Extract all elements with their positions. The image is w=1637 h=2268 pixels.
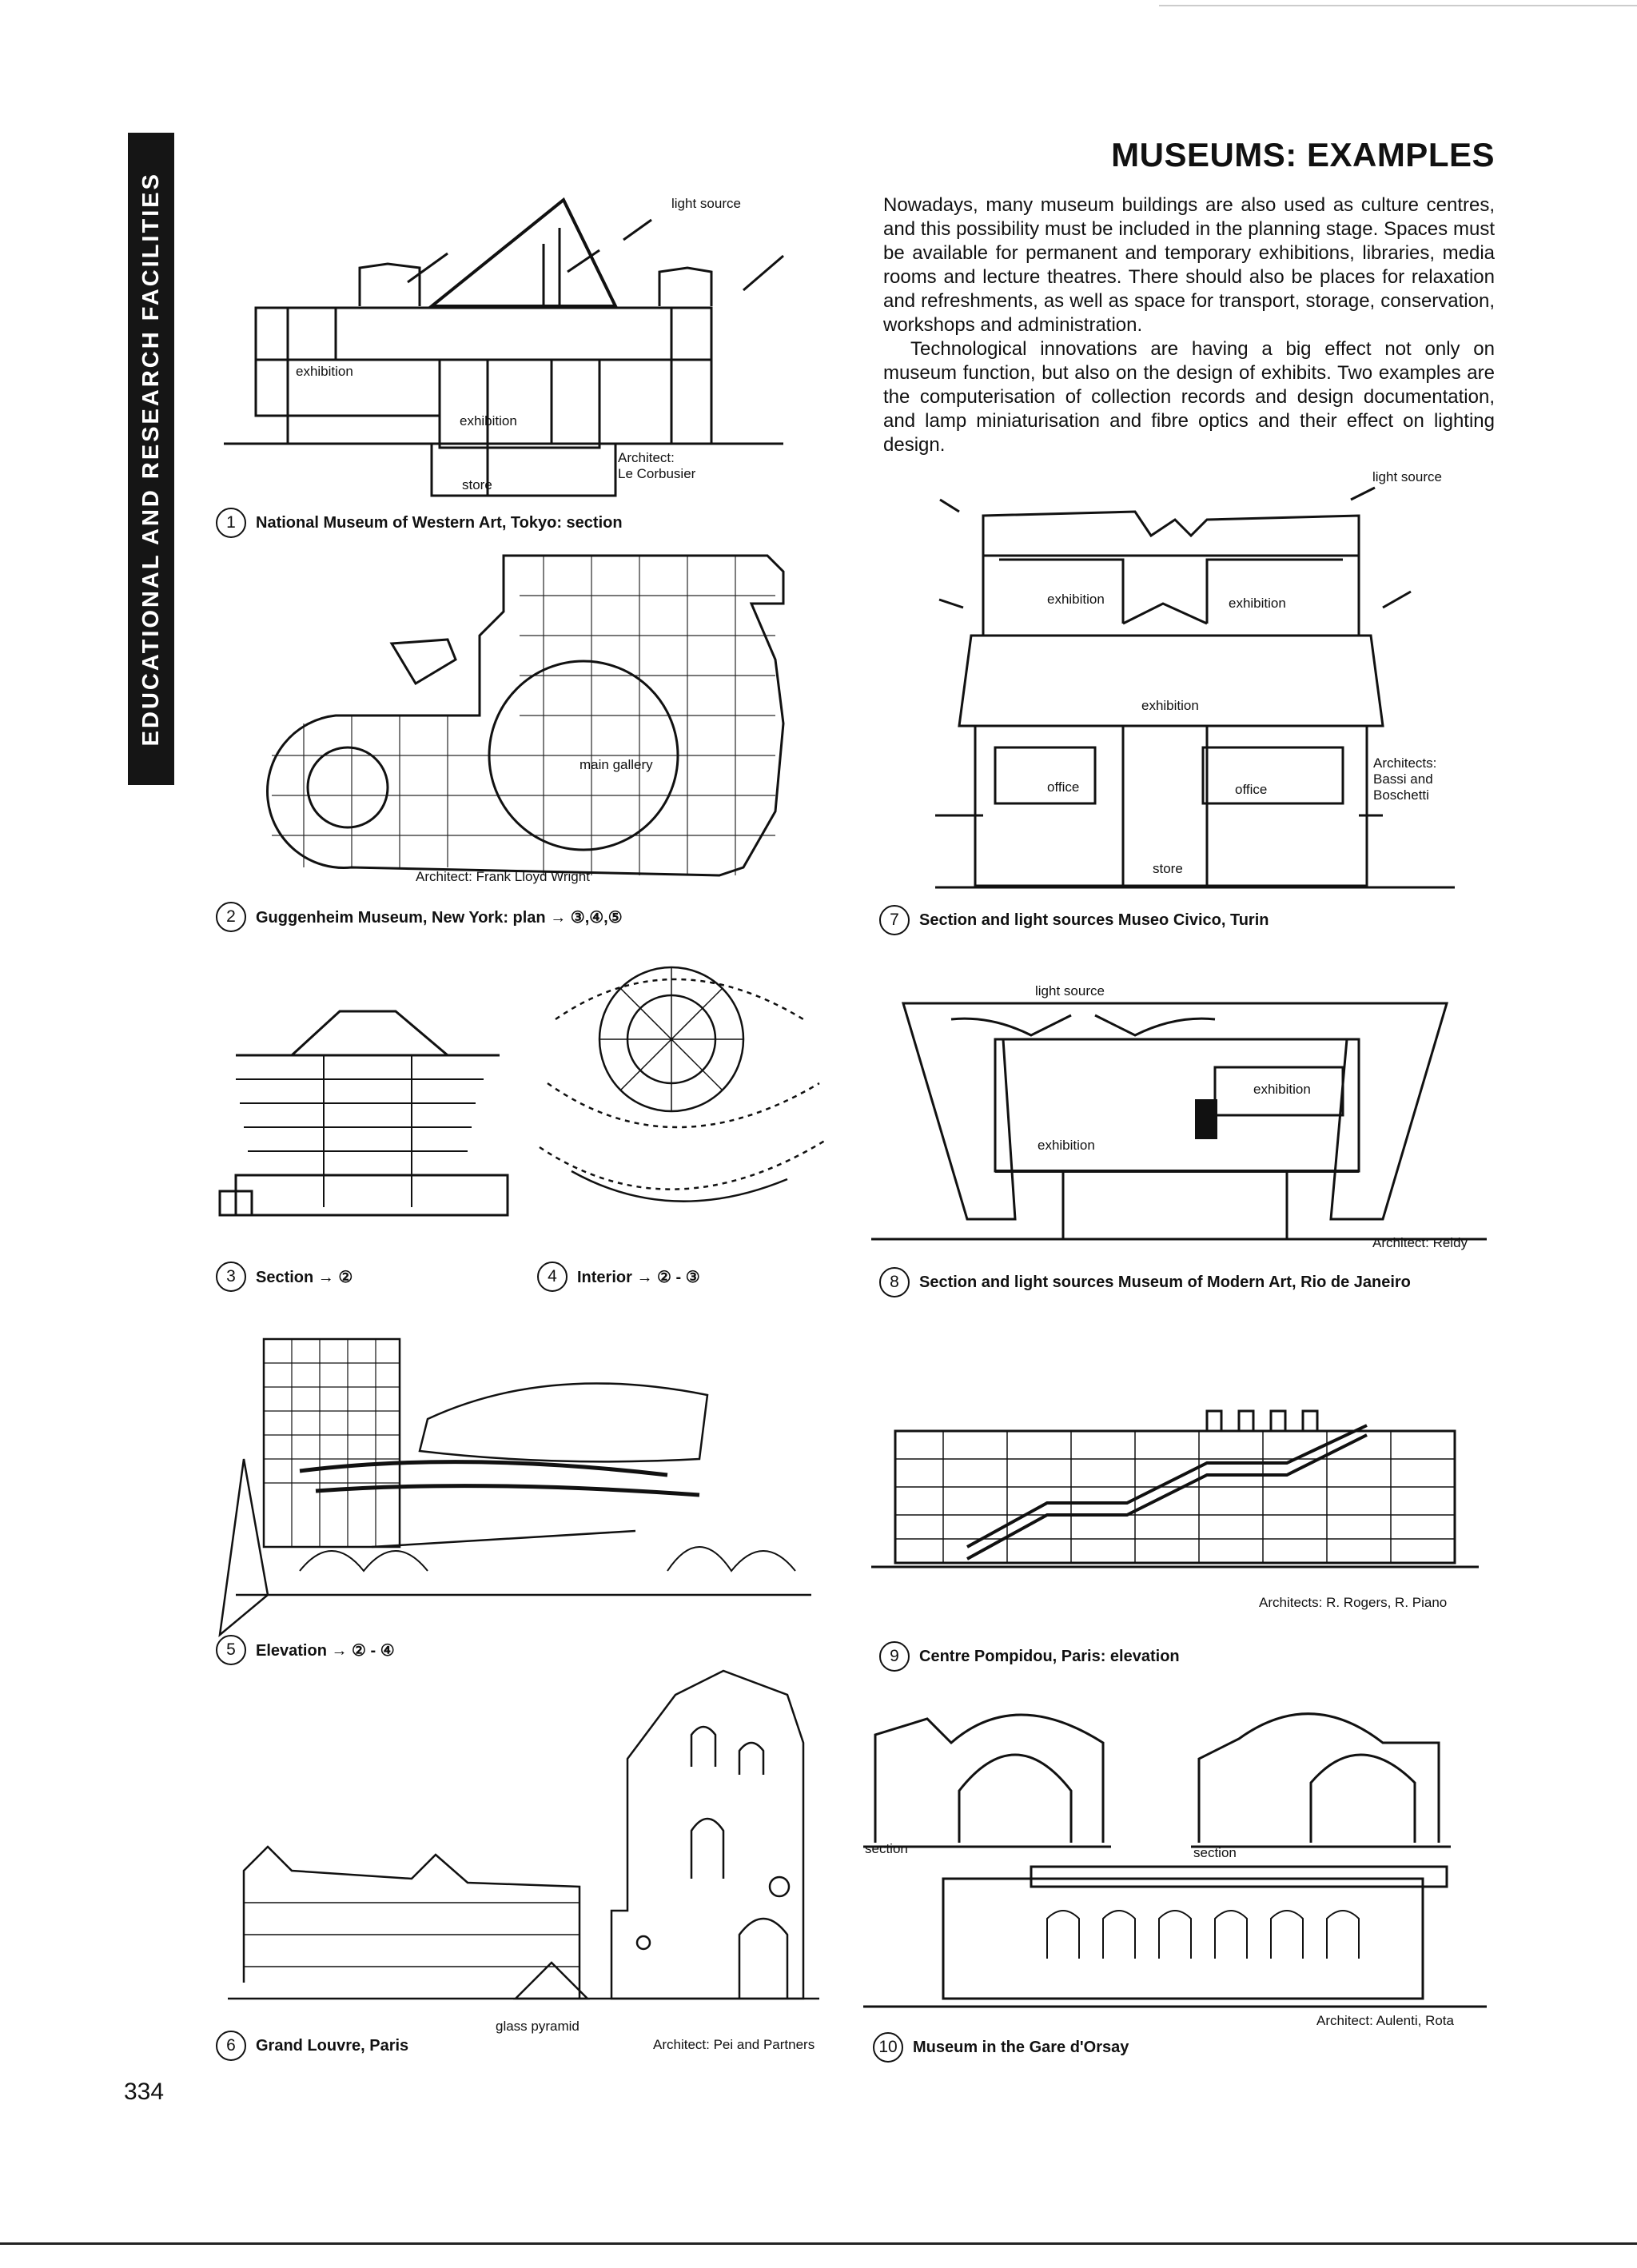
figure-5-caption: 5 Elevation → ② - ④ <box>216 1635 395 1665</box>
figure-3-section <box>218 991 516 1231</box>
figure-3-drawing <box>218 1010 509 1217</box>
fig9-number: 9 <box>879 1641 910 1672</box>
fig9-caption-text: Centre Pompidou, Paris: elevation <box>919 1647 1180 1665</box>
fig10-caption-text: Museum in the Gare d'Orsay <box>913 2038 1129 2056</box>
figure-4-interior <box>532 963 835 1239</box>
figure-4-drawing <box>539 966 828 1202</box>
figure-9-drawing <box>871 1409 1479 1568</box>
top-rule <box>1159 5 1637 6</box>
fig7-exhibition-label-1: exhibition <box>1047 592 1105 607</box>
fig7-exhibition-label-2: exhibition <box>1229 596 1286 611</box>
fig1-exhibition-label-2: exhibition <box>460 413 517 428</box>
figure-8-drawing <box>871 1002 1487 1241</box>
figure-5-drawing <box>218 1337 811 1638</box>
page-number: 334 <box>124 2079 165 2105</box>
fig10-architect: Architect: Aulenti, Rota <box>1316 2013 1454 2028</box>
fig7-store-label: store <box>1153 861 1183 876</box>
fig1-light-label: light source <box>671 196 741 211</box>
fig1-store-label: store <box>462 477 492 492</box>
figure-10-drawing <box>863 1712 1487 2008</box>
figure-7-caption: 7 Section and light sources Museo Civico,… <box>879 905 1269 935</box>
fig8-exhibition-label-1: exhibition <box>1253 1082 1311 1097</box>
section-tab-label: EDUCATIONAL AND RESEARCH FACILITIES <box>137 171 164 747</box>
section-tab: EDUCATIONAL AND RESEARCH FACILITIES <box>128 133 174 785</box>
figure-7-section: light source exhibition exhibition exhib… <box>935 469 1455 907</box>
figure-1-drawing <box>224 197 784 497</box>
fig7-number: 7 <box>879 905 910 935</box>
figure-2-drawing <box>265 554 785 877</box>
figure-6-drawing <box>228 1669 819 2000</box>
fig6-number: 6 <box>216 2031 246 2061</box>
fig3-number: 3 <box>216 1262 246 1292</box>
fig5-number: 5 <box>216 1635 246 1665</box>
fig6-architect: Architect: Pei and Partners <box>653 2037 815 2052</box>
figure-7-drawing <box>935 486 1455 889</box>
fig10-number: 10 <box>873 2032 903 2063</box>
fig1-number: 1 <box>216 508 246 538</box>
fig4-number: 4 <box>537 1262 568 1292</box>
fig10-section-label-1: section <box>865 1841 908 1856</box>
figure-2-caption: 2 Guggenheim Museum, New York: plan → ③,④… <box>216 902 623 932</box>
figure-9-elevation: Architects: R. Rogers, R. Piano <box>871 1403 1479 1610</box>
page-title: MUSEUMS: EXAMPLES <box>1111 136 1495 173</box>
figure-8-caption: 8 Section and light sources Museum of Mod… <box>879 1267 1411 1297</box>
fig2-caption-text: Guggenheim Museum, New York: plan → ③,④,… <box>256 908 623 927</box>
fig8-exhibition-label-2: exhibition <box>1038 1138 1095 1153</box>
fig1-caption-text: National Museum of Western Art, Tokyo: s… <box>256 513 623 532</box>
fig7-architect: Architects: Bassi and Boschetti <box>1373 755 1437 803</box>
fig6-caption-text: Grand Louvre, Paris <box>256 2036 409 2055</box>
figure-4-caption: 4 Interior → ② - ③ <box>537 1262 700 1292</box>
figure-1-caption: 1 National Museum of Western Art, Tokyo: … <box>216 508 623 538</box>
fig10-section-label-2: section <box>1193 1845 1237 1860</box>
intro-paragraph-2: Technological innovations are having a b… <box>883 338 1495 456</box>
fig7-exhibition-label-3: exhibition <box>1141 698 1199 713</box>
bottom-rule <box>0 2242 1637 2245</box>
fig3-caption-text: Section → ② <box>256 1268 353 1286</box>
figure-1-section: light source exhibition exhibition store… <box>224 188 784 508</box>
figure-5-elevation <box>218 1331 827 1638</box>
figure-9-caption: 9 Centre Pompidou, Paris: elevation <box>879 1641 1180 1672</box>
figure-10-orsay: section section Architect: Aulenti, Rota <box>863 1695 1487 2031</box>
intro-text: Nowadays, many museum buildings are also… <box>883 193 1495 457</box>
fig6-pyramid-label: glass pyramid <box>496 2019 580 2034</box>
fig7-caption-text: Section and light sources Museo Civico, … <box>919 911 1269 929</box>
figure-6-louvre: glass pyramid <box>228 1647 819 2034</box>
fig8-caption-text: Section and light sources Museum of Mode… <box>919 1273 1411 1291</box>
fig1-architect: Architect: Le Corbusier <box>618 450 696 481</box>
intro-paragraph-1: Nowadays, many museum buildings are also… <box>883 194 1495 336</box>
fig8-light-label: light source <box>1035 983 1105 998</box>
fig2-architect: Architect: Frank Lloyd Wright <box>416 869 590 884</box>
fig2-number: 2 <box>216 902 246 932</box>
fig8-architect: Architect: Reidy <box>1372 1235 1468 1250</box>
fig9-architect: Architects: R. Rogers, R. Piano <box>1259 1595 1448 1610</box>
figure-3-caption: 3 Section → ② <box>216 1262 352 1292</box>
figure-10-caption: 10 Museum in the Gare d'Orsay <box>873 2032 1129 2063</box>
figure-6-caption: 6 Grand Louvre, Paris <box>216 2031 408 2061</box>
figure-8-section: light source exhibition exhibition Archi… <box>871 979 1487 1259</box>
figure-2-plan: main gallery Architect: Frank Lloyd Wrig… <box>256 548 799 899</box>
fig1-exhibition-label-1: exhibition <box>296 364 353 379</box>
fig2-gallery-label: main gallery <box>580 757 653 772</box>
fig7-office-label-2: office <box>1235 782 1268 797</box>
fig7-office-label-1: office <box>1047 779 1080 795</box>
fig4-caption-text: Interior → ② - ③ <box>577 1268 700 1286</box>
fig8-number: 8 <box>879 1267 910 1297</box>
fig5-caption-text: Elevation → ② - ④ <box>256 1641 395 1660</box>
fig7-light-label: light source <box>1372 469 1442 484</box>
